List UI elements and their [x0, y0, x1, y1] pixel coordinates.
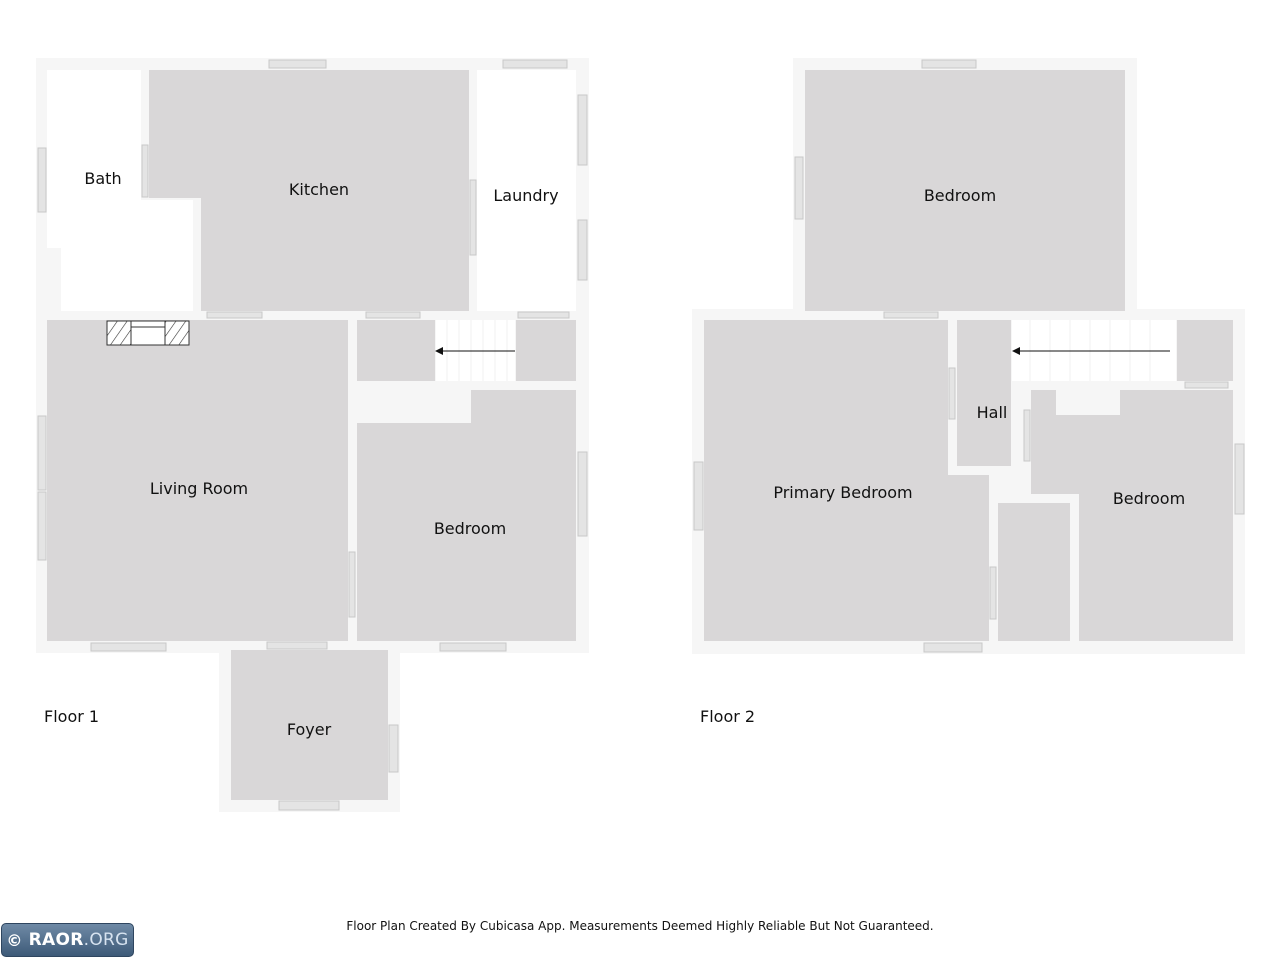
room-bedroom-north: [805, 70, 1125, 311]
room-laundry: [477, 70, 576, 311]
room-kitchen: [149, 70, 469, 311]
raor-logo[interactable]: © RAOR.ORG: [1, 923, 134, 957]
room-living-room: [47, 320, 348, 641]
floor-2-windows: [693, 59, 1245, 653]
room-landing-2: [1177, 320, 1233, 381]
room-bedroom-east: [1031, 390, 1233, 641]
room-label-bath: Bath: [84, 169, 121, 188]
stairs-arrow-floor-2: [1012, 347, 1170, 355]
floor-2-plan: Bedroom Hall Primary Bedroom Bedroom: [692, 58, 1245, 654]
stairs-arrow-floor-1: [435, 347, 515, 355]
room-label-hall: Hall: [977, 403, 1008, 422]
logo-name: RAOR: [28, 930, 84, 950]
copyright-icon: ©: [6, 930, 23, 950]
room-label-primary-bedroom: Primary Bedroom: [773, 483, 912, 502]
floor-2-label: Floor 2: [700, 707, 756, 726]
room-label-laundry: Laundry: [493, 186, 558, 205]
room-label-living-room: Living Room: [150, 479, 248, 498]
floor-1-label: Floor 1: [44, 707, 100, 726]
room-label-bedroom-east: Bedroom: [1113, 489, 1185, 508]
room-bedroom: [357, 390, 576, 641]
room-foyer: [231, 650, 388, 800]
floor-1-plan: Bath Kitchen Laundry Living Room Bedroom…: [36, 58, 589, 812]
room-primary-bedroom: [704, 320, 989, 641]
room-label-bedroom-north: Bedroom: [924, 186, 996, 205]
room-closet-2: [998, 503, 1070, 641]
floor-1-windows: [37, 59, 588, 811]
room-label-bedroom: Bedroom: [434, 519, 506, 538]
room-label-kitchen: Kitchen: [289, 180, 349, 199]
room-label-foyer: Foyer: [287, 720, 332, 739]
fireplace: [106, 320, 190, 346]
room-closet: [357, 320, 435, 381]
logo-suffix: .ORG: [83, 930, 129, 950]
room-landing: [516, 320, 576, 381]
room-bath: [47, 70, 193, 311]
disclaimer-text: Floor Plan Created By Cubicasa App. Meas…: [346, 919, 934, 933]
room-hall: [957, 320, 1011, 466]
